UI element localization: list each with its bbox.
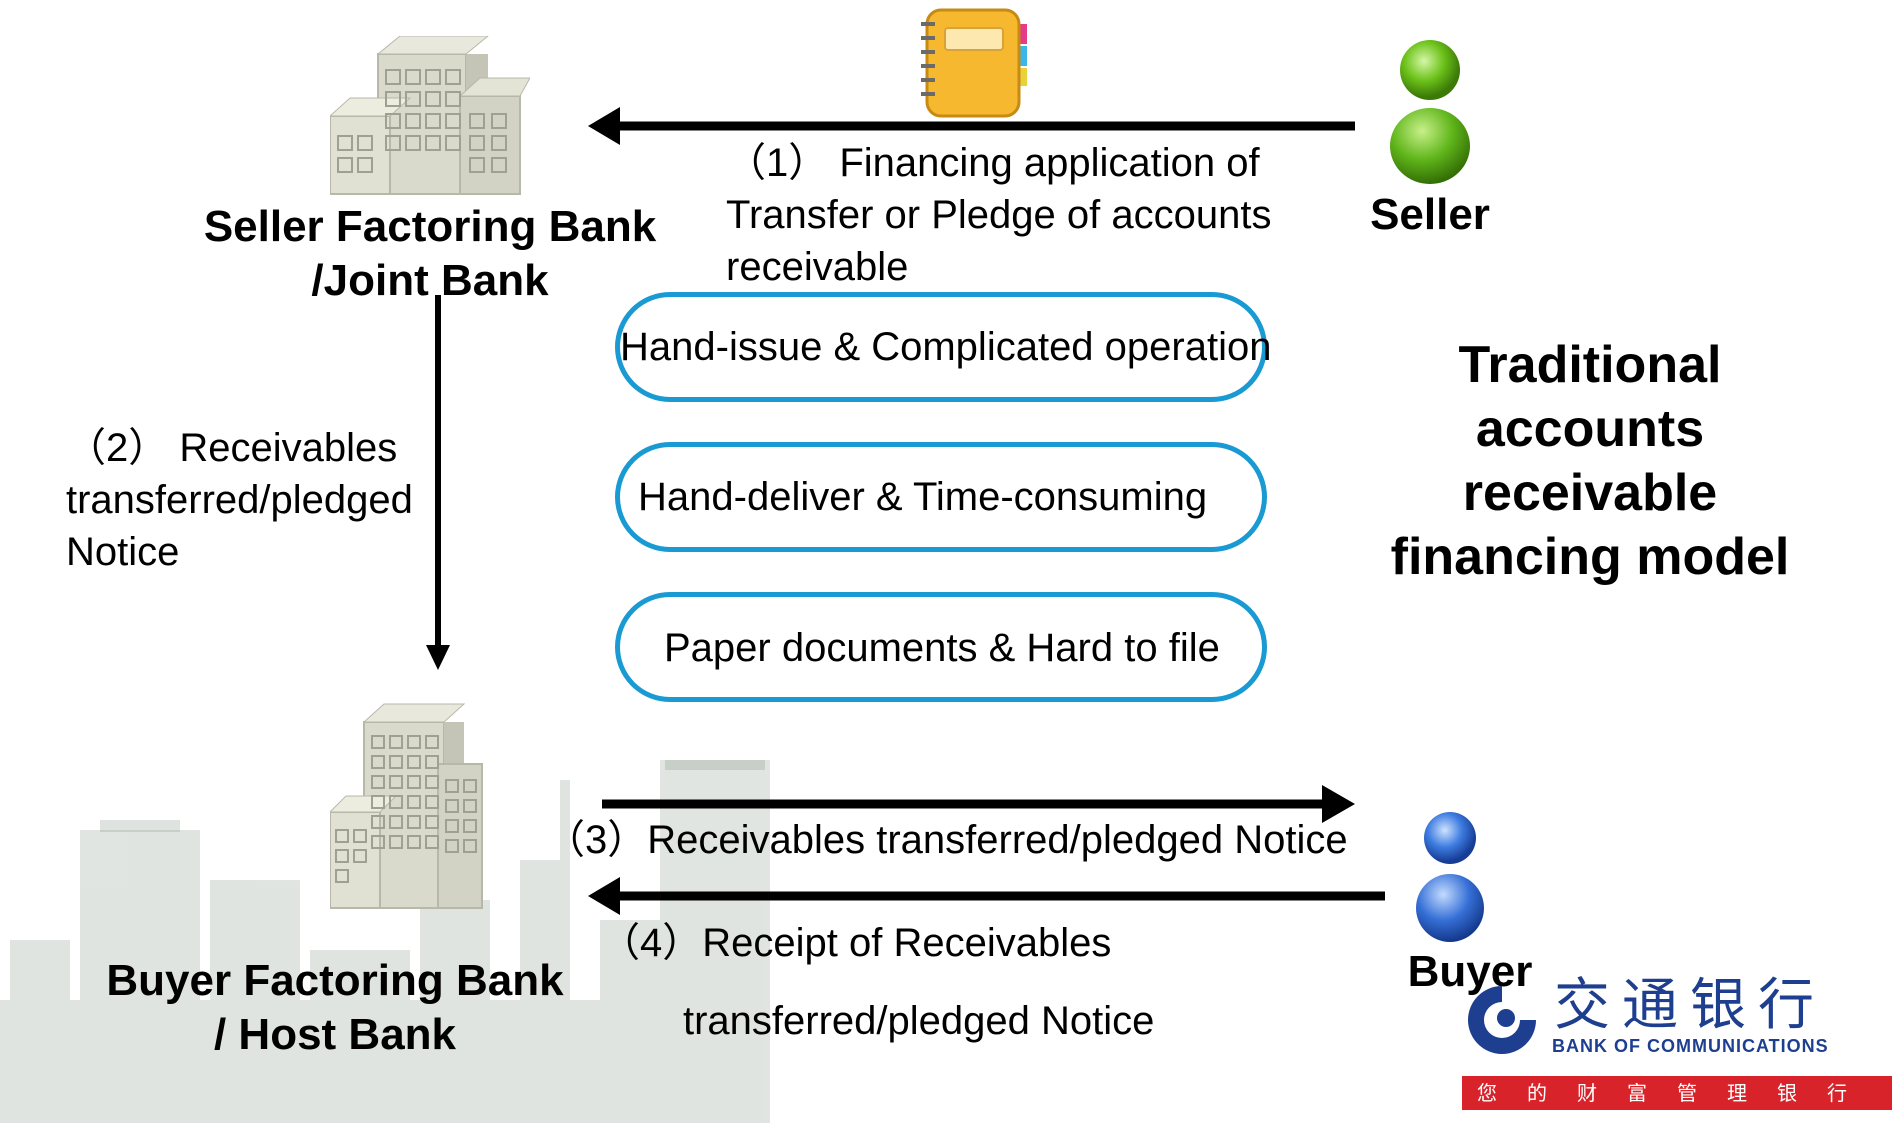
step2-line3: Notice bbox=[66, 530, 180, 574]
buyer-bank-label-line1: Buyer Factoring Bank bbox=[106, 956, 564, 1005]
notebook-icon bbox=[921, 8, 1027, 118]
issue-pill-3 bbox=[615, 592, 1267, 702]
title-line4: financing model bbox=[1390, 528, 1790, 586]
step2-text: （2） Receivables transferred/pledged Noti… bbox=[66, 422, 413, 578]
seller-label: Seller bbox=[1370, 190, 1490, 239]
title-line1: Traditional bbox=[1458, 336, 1722, 394]
step4-line2: transferred/pledged Notice bbox=[683, 999, 1155, 1043]
arrow-seller-to-bank bbox=[588, 107, 620, 145]
logo-slogan: 您的财富管理银行 bbox=[1462, 1076, 1892, 1110]
building-icon bbox=[330, 703, 483, 909]
step1-text: （1） Financing application of Transfer or… bbox=[726, 137, 1271, 293]
seller-bank-label-line2: /Joint Bank bbox=[311, 256, 549, 305]
issue-pill-2 bbox=[615, 442, 1267, 552]
buyer-label: Buyer bbox=[1407, 947, 1533, 996]
seller-bank-label-line1: Seller Factoring Bank bbox=[203, 202, 657, 251]
diagram-title: Traditional accounts receivable financin… bbox=[1360, 333, 1820, 589]
arrow-bank-to-buyer bbox=[1322, 785, 1355, 823]
step3-text: （3）Receivables transferred/pledged Notic… bbox=[545, 818, 1348, 862]
arrow-bank-to-bank bbox=[426, 645, 450, 670]
arrow-buyer-to-bank bbox=[588, 877, 620, 915]
logo-chinese-name: 交通银行 bbox=[1554, 973, 1826, 1038]
step2-line2: transferred/pledged bbox=[66, 478, 413, 522]
bank-logo: 交通银行 BANK OF COMMUNICATIONS 您的财富管理银行 bbox=[1462, 974, 1892, 1115]
step2-line1: （2） Receivables bbox=[66, 426, 398, 470]
issue-text-1: Hand-issue & Complicated operation bbox=[620, 325, 1272, 369]
building-icon bbox=[330, 36, 530, 195]
title-line2: accounts bbox=[1475, 400, 1705, 458]
bank-logo-icon bbox=[1468, 986, 1536, 1054]
buyer-person-icon bbox=[1416, 812, 1484, 942]
issue-text-2: Hand-deliver & Time-consuming bbox=[638, 475, 1208, 519]
step1-line1: （1） Financing application of bbox=[726, 141, 1260, 185]
logo-english-name: BANK OF COMMUNICATIONS bbox=[1552, 1036, 1829, 1056]
buyer-bank-label: Buyer Factoring Bank / Host Bank bbox=[80, 954, 590, 1062]
seller-bank-label: Seller Factoring Bank /Joint Bank bbox=[175, 200, 685, 308]
seller-person-icon bbox=[1390, 40, 1470, 184]
issue-text-3: Paper documents & Hard to file bbox=[664, 626, 1220, 670]
step1-line2: Transfer or Pledge of accounts bbox=[726, 193, 1272, 237]
title-line3: receivable bbox=[1462, 464, 1718, 522]
buyer-bank-label-line2: / Host Bank bbox=[213, 1010, 457, 1059]
step1-line3: receivable bbox=[726, 245, 909, 289]
step4-line1: （4）Receipt of Receivables bbox=[600, 921, 1112, 965]
issue-pill-1 bbox=[615, 292, 1267, 402]
